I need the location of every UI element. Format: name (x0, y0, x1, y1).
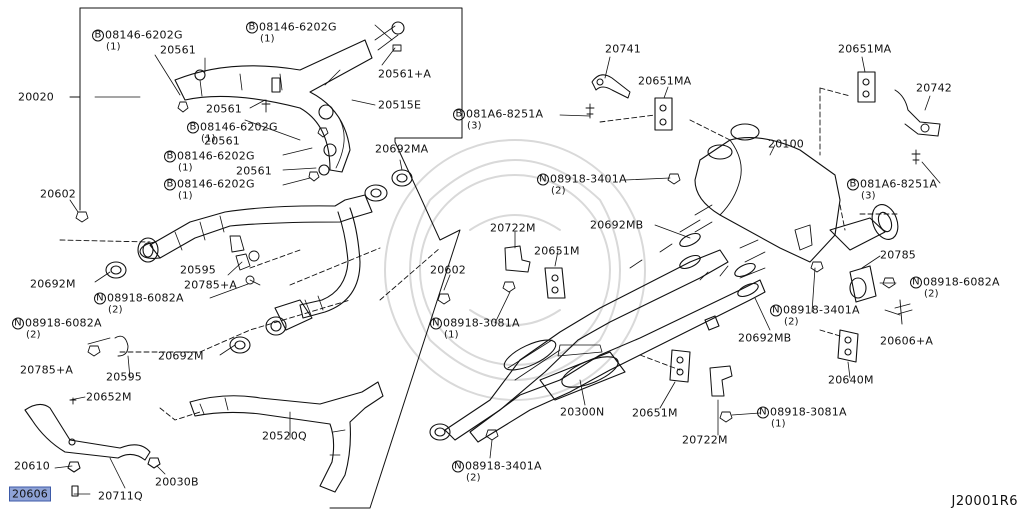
part-label-20595: 20595 (106, 370, 142, 384)
front-pipe-group-frame (79, 7, 463, 509)
part-label-20515e: 20515E (378, 98, 422, 112)
part-label-20602: 20602 (430, 263, 466, 277)
part-label-20651m: 20651M (632, 406, 678, 420)
lower-front-pipe-20520q (189, 381, 384, 493)
part-label-20785: 20785 (880, 248, 916, 262)
part-label-20785-a: 20785+A (20, 363, 74, 377)
part-label-20741: 20741 (605, 42, 641, 56)
watermark-emblem (384, 139, 646, 401)
document-id: J20001R6 (951, 494, 1018, 509)
leader-lines (54, 24, 941, 495)
part-label-20595: 20595 (180, 263, 216, 277)
part-label-20100: 20100 (768, 137, 804, 151)
part-label-20561: 20561 (236, 164, 272, 178)
part-label-20692mb: 20692MB (590, 218, 644, 232)
front-y-pipe-20515e (174, 21, 405, 176)
part-label-20606-highlighted[interactable]: 20606 (9, 486, 51, 502)
part-label-20651m: 20651M (534, 244, 580, 258)
part-label-20300n: 20300N (560, 405, 605, 419)
part-label-20561: 20561 (204, 134, 240, 148)
part-label-20722m: 20722M (682, 433, 728, 447)
part-label-20692ma: 20692MA (375, 142, 429, 156)
part-label-20561: 20561 (206, 102, 242, 116)
part-label-20610: 20610 (14, 459, 50, 473)
main-muffler-20100 (679, 123, 899, 279)
part-label-20722m: 20722M (490, 221, 536, 235)
part-label-20692m: 20692M (30, 277, 76, 291)
part-label-20030b: 20030B (155, 475, 199, 489)
bracket-20711q (24, 403, 161, 497)
part-label-20561: 20561 (160, 43, 196, 57)
part-label-20020: 20020 (18, 90, 54, 104)
hangers (544, 71, 877, 383)
part-label-20640m: 20640M (828, 373, 874, 387)
part-label-20520q: 20520Q (262, 429, 307, 443)
part-label-20692m: 20692M (158, 349, 204, 363)
part-label-20651ma: 20651MA (838, 42, 892, 56)
rear-gaskets (679, 232, 759, 298)
dashed-leaders (59, 87, 901, 421)
bolts-front-group (177, 44, 402, 182)
front-pipe-assembly (137, 184, 388, 336)
part-label-20651ma: 20651MA (638, 74, 692, 88)
part-label-20606-a: 20606+A (880, 334, 934, 348)
brackets-right (504, 74, 941, 397)
part-label-20711q: 20711Q (98, 489, 143, 503)
part-label-20561-a: 20561+A (378, 67, 432, 81)
center-pipe-20300n (444, 243, 766, 443)
part-label-20692mb: 20692MB (738, 331, 792, 345)
part-label-20652m: 20652M (86, 390, 132, 404)
part-label-20602: 20602 (40, 187, 76, 201)
part-label-20785-a: 20785+A (184, 278, 238, 292)
part-label-20742: 20742 (916, 81, 952, 95)
